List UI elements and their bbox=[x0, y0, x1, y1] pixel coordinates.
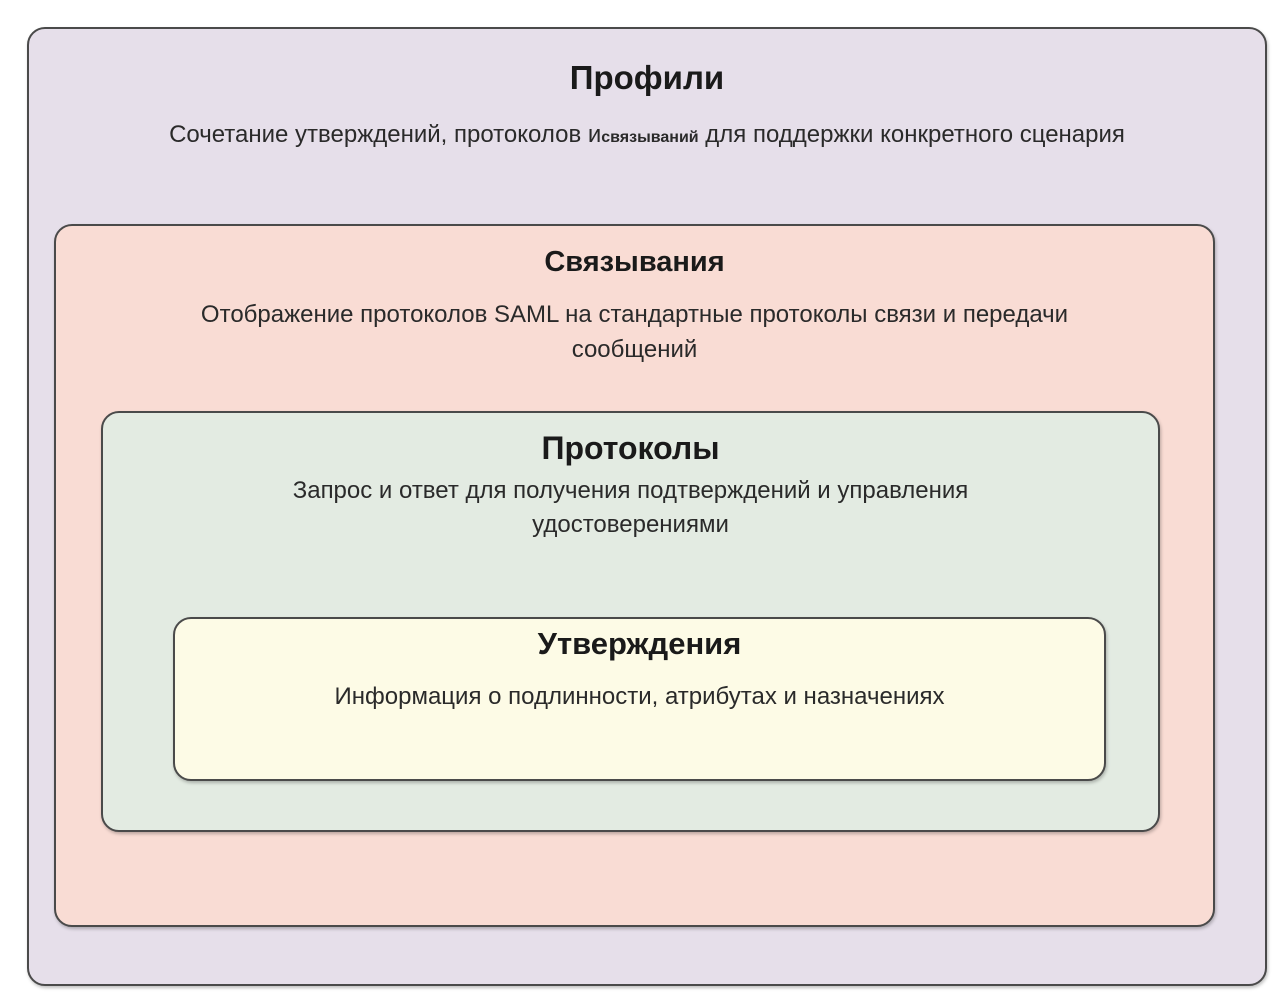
bindings-title: Связывания bbox=[544, 246, 725, 278]
profiles-description: Сочетание утверждений, протоколов исвязы… bbox=[29, 121, 1265, 149]
protocols-title: Протоколы bbox=[541, 430, 720, 466]
bindings-desc-line1: Отображение протоколов SAML на стандартн… bbox=[200, 301, 1069, 328]
profiles-desc-part3: для поддержки конкретного сценария bbox=[698, 121, 1125, 148]
assertions-title: Утверждения bbox=[537, 626, 742, 661]
profiles-desc-part2: связываний bbox=[601, 129, 699, 146]
assertions-desc: Информация о подлинности, атрибутах и на… bbox=[334, 683, 945, 710]
profiles-title: Профили bbox=[569, 59, 725, 96]
profiles-desc-part1: Сочетание утверждений, протоколов и bbox=[169, 121, 602, 148]
assertions-layer: Утверждения Информация о подлинности, ат… bbox=[173, 617, 1106, 781]
protocols-desc-line1: Запрос и ответ для получения подтвержден… bbox=[292, 477, 969, 504]
protocols-desc-line2: удостоверениями bbox=[532, 511, 729, 538]
bindings-desc-line2: сообщений bbox=[571, 336, 698, 363]
